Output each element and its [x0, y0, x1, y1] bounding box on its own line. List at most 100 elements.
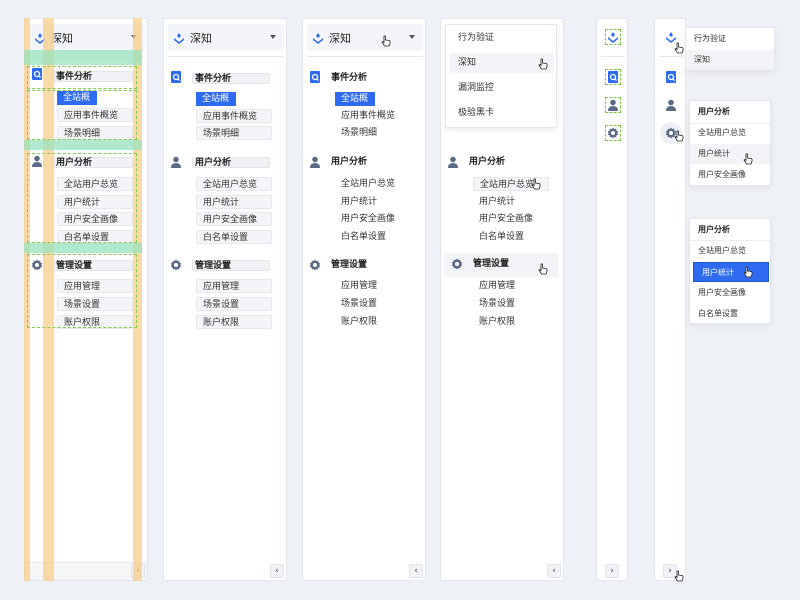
menu-item-app-manage[interactable]: 应用管理 [196, 279, 272, 293]
hand-cursor-icon [743, 266, 753, 278]
user-icon [171, 156, 181, 168]
menu-item-scene-settings[interactable]: 场景设置 [479, 299, 516, 309]
gear-icon [451, 258, 463, 270]
menu-item-scene-settings[interactable]: 场景设置 [57, 297, 133, 311]
menu-item-user-stats[interactable]: 用户统计 [57, 195, 133, 209]
menu-item-app-events[interactable]: 应用事件概览 [57, 108, 133, 122]
brand-selector[interactable]: 深知 [168, 24, 284, 51]
user-icon [32, 155, 42, 167]
menu-item-user-overview[interactable]: 全站用户总览 [57, 177, 133, 191]
menu-item-user-security[interactable]: 用户安全画像 [196, 212, 272, 226]
menu-item-whitelist[interactable]: 白名单设置 [479, 232, 525, 242]
gear-icon[interactable] [605, 125, 621, 141]
menu-item-user-stats[interactable]: 用户统计 [196, 195, 272, 209]
menu-item-user-stats[interactable]: 用户统计 [341, 197, 378, 207]
group-title-events[interactable]: 事件分析 [331, 73, 368, 83]
dashed-outline [27, 90, 137, 140]
dropdown-item[interactable]: 行为验证 [458, 33, 495, 43]
dropdown-item-hovered[interactable]: 深知 [450, 53, 554, 73]
menu-item-whitelist[interactable]: 白名单设置 [341, 232, 387, 242]
brand-logo-icon[interactable] [605, 29, 621, 45]
flyout-item[interactable]: 全站用户总览 [698, 246, 746, 255]
menu-item-whitelist[interactable]: 白名单设置 [196, 230, 272, 244]
menu-item-user-stats[interactable]: 用户统计 [479, 197, 516, 207]
menu-item-account-perms[interactable]: 账户权限 [479, 317, 516, 327]
menu-item-app-manage[interactable]: 应用管理 [341, 281, 378, 291]
menu-item-site-overview[interactable]: 全站概况 [196, 92, 236, 118]
menu-item-user-security[interactable]: 用户安全画像 [57, 212, 133, 226]
search-doc-icon[interactable] [605, 69, 621, 85]
guide-row [24, 50, 142, 65]
menu-item-app-manage[interactable]: 应用管理 [479, 281, 516, 291]
hand-cursor-icon [674, 42, 684, 54]
sidebar-blocks: 深知 事件分析 全站概况 应用事件概览 场景明细 用户分析 全站用户总览 用户统… [163, 18, 287, 581]
expand-button[interactable]: › [605, 564, 619, 578]
menu-item-app-manage[interactable]: 应用管理 [57, 279, 133, 293]
menu-item-account-perms[interactable]: 账户权限 [57, 315, 133, 329]
hand-cursor-icon [743, 153, 753, 165]
menu-item-account-perms[interactable]: 账户权限 [341, 317, 378, 327]
brand-selector[interactable]: 深知 [307, 24, 423, 51]
brand-logo-icon [35, 32, 45, 44]
flyout-item-hovered[interactable]: 用户统计 [690, 144, 770, 164]
menu-item-scene-settings[interactable]: 场景设置 [196, 297, 272, 311]
collapse-button[interactable]: ‹ [270, 564, 284, 578]
menu-item-account-perms[interactable]: 账户权限 [196, 315, 272, 329]
hand-cursor-icon [531, 178, 541, 190]
user-flyout-active: 用户分析 全站用户总览 用户统计 用户安全画像 白名单设置 [689, 218, 771, 324]
sidebar-collapsed: › [654, 18, 686, 581]
menu-item-app-events[interactable]: 应用事件概览 [341, 111, 396, 121]
product-dropdown: 行为验证 深知 漏洞监控 极验黑卡 [445, 24, 557, 128]
menu-item-user-overview[interactable]: 全站用户总览 [196, 177, 272, 191]
user-flyout-hover: 用户分析 全站用户总览 用户统计 用户安全画像 [689, 100, 771, 186]
sidebar-collapsed-annotated: › [596, 18, 628, 581]
search-doc-icon [171, 71, 181, 83]
brand-flyout: 行为验证 深知 [685, 27, 775, 71]
collapse-button[interactable]: ‹ [547, 564, 561, 578]
dashed-outline [27, 254, 137, 328]
menu-item-app-events[interactable]: 应用事件概览 [196, 109, 272, 123]
flyout-item[interactable]: 用户安全画像 [698, 170, 746, 179]
expand-button[interactable]: › [663, 564, 677, 578]
brand-logo-icon[interactable] [665, 31, 677, 43]
group-title-settings[interactable]: 管理设置 [331, 260, 368, 270]
dropdown-item[interactable]: 漏洞监控 [458, 83, 495, 93]
guide-column [43, 18, 54, 581]
user-icon[interactable] [605, 97, 621, 113]
group-title-users[interactable]: 用户分析 [469, 157, 506, 167]
group-title-users[interactable]: 用户分析 [331, 157, 368, 167]
collapse-button[interactable]: ‹ [409, 564, 423, 578]
menu-item-scene-detail[interactable]: 场景明细 [196, 126, 272, 140]
flyout-item[interactable]: 白名单设置 [698, 309, 738, 318]
gear-icon [170, 259, 182, 271]
group-title-settings[interactable]: 管理设置 [473, 259, 510, 269]
flyout-item[interactable]: 全站用户总览 [698, 128, 746, 137]
flyout-item[interactable]: 行为验证 [694, 34, 726, 43]
flyout-item[interactable]: 用户安全画像 [698, 288, 746, 297]
brand-name: 深知 [51, 31, 73, 45]
menu-item-user-overview[interactable]: 全站用户总览 [341, 179, 396, 189]
group-hover-row[interactable] [444, 253, 558, 277]
group-title-users[interactable]: 用户分析 [192, 157, 270, 168]
menu-item-user-security[interactable]: 用户安全画像 [479, 214, 534, 224]
menu-item-site-overview[interactable]: 全站概况 [335, 92, 375, 118]
flyout-title: 用户分析 [698, 107, 730, 116]
chevron-down-icon[interactable] [409, 35, 415, 39]
menu-item-user-security[interactable]: 用户安全画像 [341, 214, 396, 224]
group-title-settings[interactable]: 管理设置 [192, 260, 270, 271]
dropdown-item[interactable]: 极验黑卡 [458, 108, 495, 118]
divider [690, 240, 770, 241]
menu-item-scene-settings[interactable]: 场景设置 [341, 299, 378, 309]
gear-icon[interactable] [665, 127, 677, 139]
menu-item-scene-detail[interactable]: 场景明细 [341, 128, 378, 138]
search-doc-icon[interactable] [665, 71, 677, 83]
user-icon[interactable] [665, 99, 677, 111]
flyout-item-hovered[interactable]: 深知 [686, 50, 774, 70]
menu-item-user-overview[interactable]: 全站用户总览 [473, 177, 549, 191]
group-title-events[interactable]: 事件分析 [192, 73, 270, 84]
guide-row [24, 243, 142, 253]
flyout-item-active[interactable]: 用户统计 [693, 262, 769, 282]
chevron-down-icon[interactable] [270, 35, 276, 39]
brand-logo-icon [313, 32, 323, 44]
gear-icon [31, 259, 43, 271]
